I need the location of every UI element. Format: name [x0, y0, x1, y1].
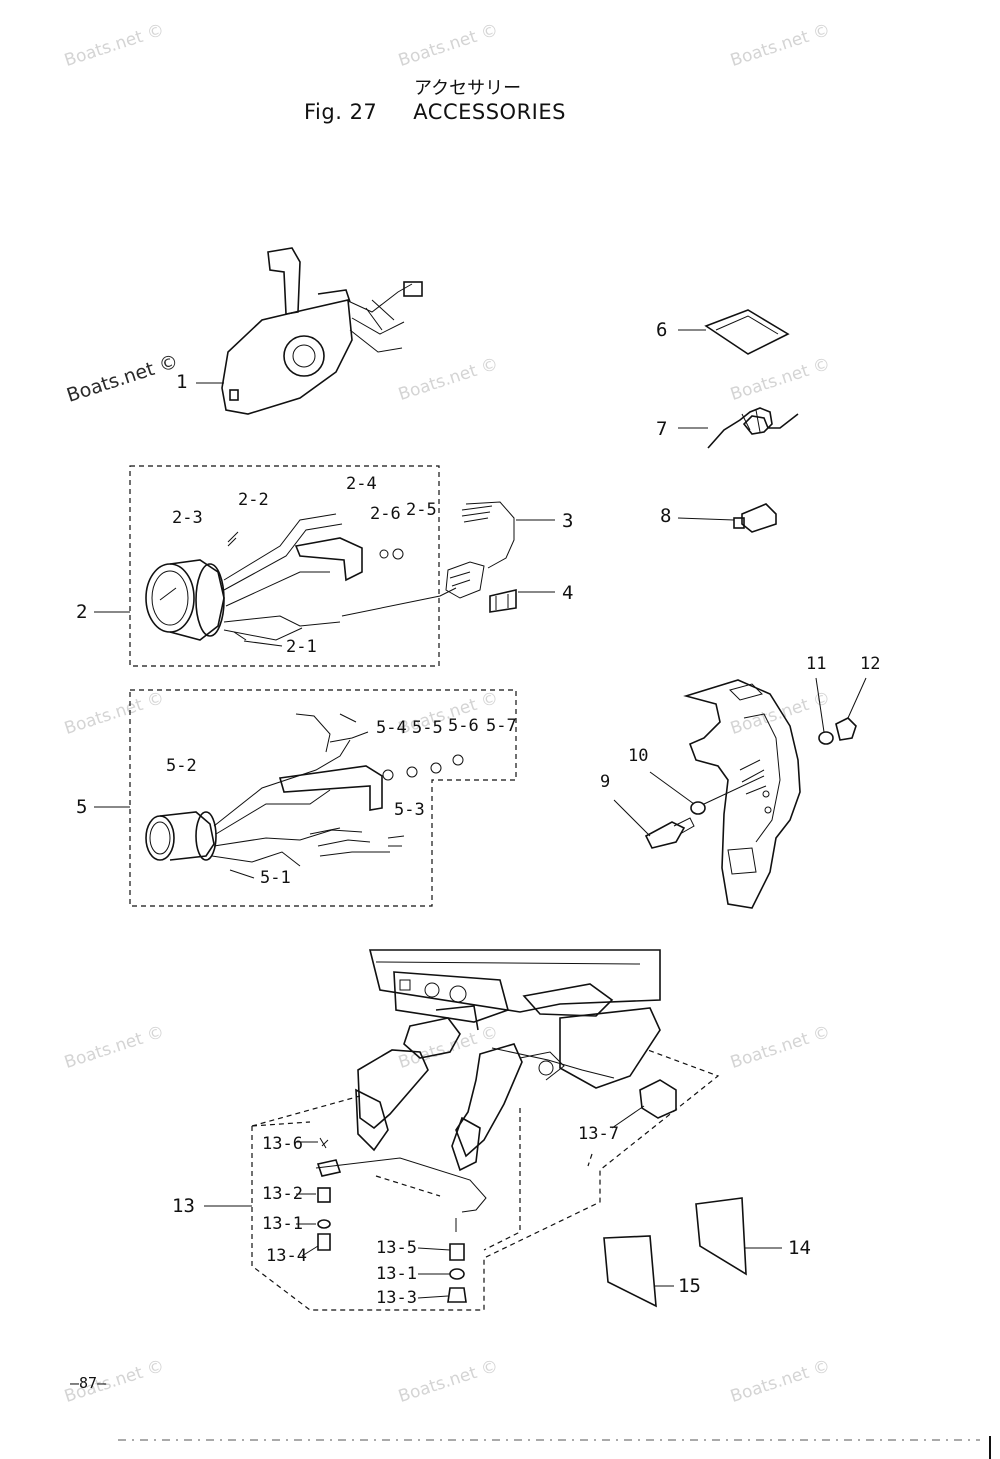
- callout-2-5: 2-5: [406, 500, 437, 520]
- callout-8: 8: [660, 505, 672, 527]
- decal: [603, 1235, 657, 1308]
- tachometer: [145, 513, 457, 641]
- callout-13-1: 13-1: [376, 1264, 417, 1284]
- callout-5-5: 5-5: [412, 718, 443, 738]
- group-5-box: [129, 689, 517, 907]
- bag: [704, 309, 790, 355]
- callout-13-2: 13-2: [262, 1184, 303, 1204]
- callout-13-4: 13-4: [266, 1246, 307, 1266]
- callout-14: 14: [788, 1237, 811, 1259]
- callout-3: 3: [562, 510, 574, 532]
- callout-5-7: 5-7: [486, 716, 517, 736]
- leader-line: [229, 869, 255, 879]
- callout-13-3: 13-3: [376, 1288, 417, 1308]
- washer: [690, 801, 706, 815]
- wire-harness: [445, 501, 515, 599]
- group-2-box: [129, 465, 440, 667]
- decal: [695, 1197, 747, 1276]
- leader-line: [703, 775, 765, 805]
- callout-15: 15: [678, 1275, 701, 1297]
- title-japanese: アクセサリー: [414, 78, 522, 99]
- figure-name: ACCESSORIES: [413, 100, 566, 124]
- nut: [835, 717, 857, 741]
- callout-5: 5: [76, 796, 88, 818]
- callout-5-3: 5-3: [394, 800, 425, 820]
- steering-assembly: [315, 949, 677, 1303]
- fuse: [733, 503, 777, 533]
- clip: [489, 588, 517, 613]
- washer: [818, 731, 834, 745]
- leader-line: [649, 771, 695, 805]
- callout-11: 11: [806, 654, 827, 674]
- leader-line: [417, 1295, 449, 1299]
- callout-13-7: 13-7: [578, 1124, 619, 1144]
- callout-12: 12: [860, 654, 881, 674]
- callout-2-6: 2-6: [370, 504, 401, 524]
- callout-9: 9: [600, 772, 611, 792]
- remote-control-box: [221, 247, 423, 415]
- page-number: —87—: [70, 1374, 107, 1392]
- leader-line: [611, 1105, 645, 1129]
- leader-line: [243, 640, 283, 647]
- leader-line: [301, 1245, 319, 1257]
- leader-line: [613, 799, 651, 837]
- callout-2-2: 2-2: [238, 490, 269, 510]
- figure-number: Fig. 27: [304, 100, 378, 124]
- callout-13-5: 13-5: [376, 1238, 417, 1258]
- leader-line: [815, 677, 825, 733]
- leader-line: [417, 1247, 451, 1251]
- callout-2-3: 2-3: [172, 508, 203, 528]
- callout-4: 4: [562, 582, 574, 604]
- group-13-box: [251, 1049, 720, 1311]
- callout-13-1: 13-1: [262, 1214, 303, 1234]
- bolt: [644, 817, 695, 849]
- callout-2-1: 2-1: [286, 637, 317, 657]
- callout-6: 6: [656, 319, 668, 341]
- callout-13: 13: [172, 1195, 195, 1217]
- clamp-bracket: [683, 679, 801, 909]
- callout-7: 7: [656, 418, 668, 440]
- leader-line: [677, 517, 735, 521]
- trim-meter: [145, 713, 464, 867]
- callout-13-6: 13-6: [262, 1134, 303, 1154]
- figure-title: Fig. 27 ACCESSORIES: [304, 100, 566, 124]
- callout-5-6: 5-6: [448, 716, 479, 736]
- callout-10: 10: [628, 746, 649, 766]
- leader-line: [847, 677, 867, 719]
- callout-5-1: 5-1: [260, 868, 291, 888]
- callout-2: 2: [76, 601, 88, 623]
- spring: [707, 407, 799, 449]
- callout-1: 1: [176, 371, 188, 393]
- callout-2-4: 2-4: [346, 474, 377, 494]
- callout-5-4: 5-4: [376, 718, 407, 738]
- callout-5-2: 5-2: [166, 756, 197, 776]
- cap: [639, 1079, 677, 1119]
